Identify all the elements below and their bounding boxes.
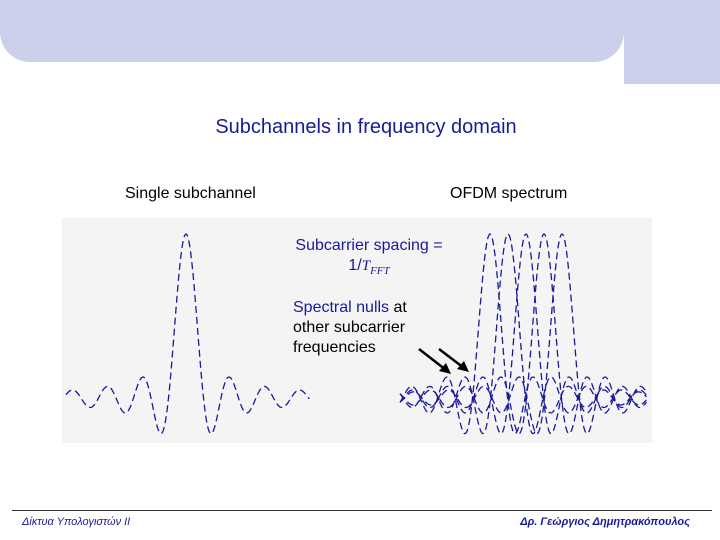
header-band (0, 0, 624, 62)
ofdm-carrier-curve (399, 233, 647, 435)
subcarrier-spacing-annotation: Subcarrier spacing = 1/TFFT (284, 236, 454, 281)
nulls-line-3: frequencies (293, 339, 376, 356)
header-corner (624, 0, 720, 84)
spacing-ratio: 1/ (348, 257, 362, 274)
footer-divider (12, 510, 712, 511)
ofdm-spectrum-curves (399, 233, 647, 435)
nulls-rest: at (389, 299, 407, 316)
null-arrows (418, 348, 469, 374)
ofdm-carrier-curve (399, 233, 647, 435)
spacing-T: T (361, 258, 371, 274)
spacing-line-2: 1/TFFT (284, 256, 454, 281)
slide-title: Subchannels in frequency domain (215, 116, 517, 138)
spectral-nulls-annotation: Spectral nulls at other subcarrier frequ… (293, 298, 433, 358)
arrow-1-head (439, 363, 451, 374)
ofdm-carrier-curve (399, 233, 647, 435)
spacing-fft-subscript: FFT (370, 265, 390, 278)
plot-background (62, 218, 652, 443)
nulls-line-1: Spectral nulls at (293, 298, 433, 318)
ofdm-carrier-curve (399, 233, 647, 435)
ofdm-spectrum-label: OFDM spectrum (450, 185, 568, 202)
footer-course: Δίκτυα Υπολογιστών ΙΙ (22, 516, 131, 528)
arrow-2-head (457, 361, 469, 372)
single-subchannel-curve (65, 233, 310, 435)
spectrum-figure (62, 218, 652, 443)
single-sinc-curve (65, 233, 310, 435)
footer-author: Δρ. Γεώργιος Δημητρακόπουλος (520, 516, 690, 528)
nulls-highlight: Spectral nulls (293, 299, 390, 316)
nulls-line-2: other subcarrier (293, 319, 406, 336)
ofdm-carrier-curve (399, 233, 647, 435)
arrow-1 (418, 348, 447, 371)
spacing-line-1: Subcarrier spacing = (295, 237, 443, 254)
arrow-2 (438, 348, 465, 369)
single-subchannel-label: Single subchannel (125, 185, 256, 202)
